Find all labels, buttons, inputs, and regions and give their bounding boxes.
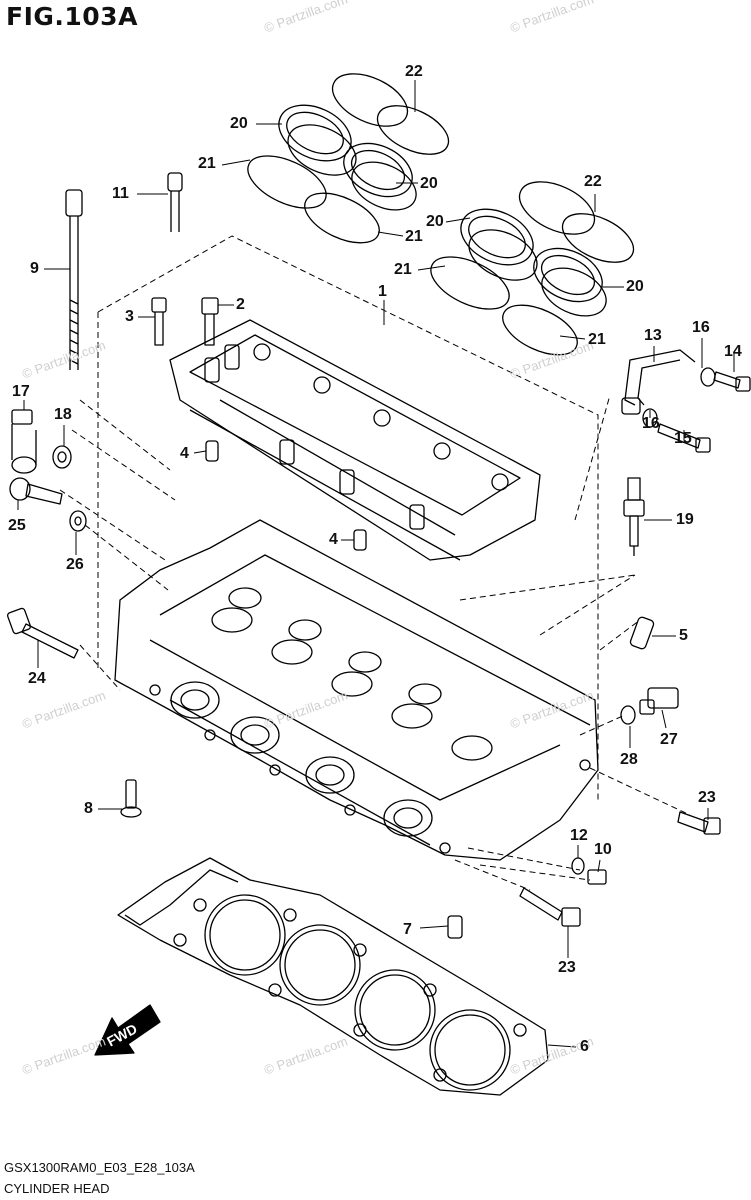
sensor-5 (629, 616, 655, 650)
dowel-pin-4a (205, 440, 219, 462)
washer-26 (69, 510, 87, 532)
bolt-10 (587, 869, 607, 885)
callout-label: 8 (84, 800, 93, 817)
callout-label: 20 (626, 278, 644, 295)
callout-label: 23 (698, 789, 716, 806)
callout-label: 19 (676, 511, 694, 528)
callout-label: 7 (403, 921, 412, 938)
callout-label: 17 (12, 383, 30, 400)
dowel-pin-7 (447, 915, 463, 939)
callout-label: 20 (426, 213, 444, 230)
intake-boot-group-right (430, 181, 635, 356)
callout-label: 4 (329, 531, 338, 548)
bolt-8 (120, 779, 142, 818)
callout-label: 16 (692, 319, 710, 336)
callout-label: 20 (420, 175, 438, 192)
spark-plug-19 (623, 477, 645, 556)
callout-label: 28 (620, 751, 638, 768)
callout-label: 6 (580, 1038, 589, 1055)
intake-boot-group-left (247, 73, 450, 244)
stud-bolt-11 (167, 172, 183, 232)
callout-label: 21 (198, 155, 216, 172)
washer-12 (571, 857, 585, 875)
callout-label: 25 (8, 517, 26, 534)
callout-label: 10 (594, 841, 612, 858)
callout-label: 3 (125, 308, 134, 325)
callout-label: 22 (405, 63, 423, 80)
callout-label: 20 (230, 115, 248, 132)
callout-label: 21 (394, 261, 412, 278)
head-bolt-long (65, 189, 83, 370)
callout-label: 21 (588, 331, 606, 348)
callout-label: 12 (570, 827, 588, 844)
callout-label: 5 (679, 627, 688, 644)
callout-label: 4 (180, 445, 189, 462)
plug-17 (11, 409, 37, 474)
callout-label: 2 (236, 296, 245, 313)
cylinder-head-body (114, 519, 599, 861)
callout-label: 15 (674, 430, 692, 447)
oil-pipe-13 (621, 349, 696, 415)
bolt-14 (713, 371, 751, 392)
washer-18 (52, 445, 72, 469)
bolt-23b (519, 887, 581, 927)
explode-guides (59, 235, 691, 891)
callout-label: 21 (405, 228, 423, 245)
dowel-pin-4b (353, 529, 367, 551)
camshaft-housing (169, 319, 541, 561)
callout-label: 16 (642, 415, 660, 432)
callout-label: 11 (112, 185, 129, 202)
callout-label: 22 (584, 173, 602, 190)
callout-label: 14 (724, 343, 742, 360)
callout-label: 9 (30, 260, 39, 277)
figure-title: FIG.103A (6, 2, 138, 31)
leader-lines (17, 80, 735, 1048)
bolt-23a (677, 811, 721, 835)
bolt-3 (151, 297, 167, 346)
bolt-2 (201, 297, 219, 346)
callout-label: 23 (558, 959, 576, 976)
bolt-15 (657, 423, 711, 453)
head-gasket (117, 857, 549, 1096)
model-code: GSX1300RAM0_E03_E28_103A (4, 1160, 195, 1175)
callout-label: 26 (66, 556, 84, 573)
fwd-arrow-icon (94, 1004, 161, 1056)
sensor-27 (639, 687, 679, 715)
callout-label: 13 (644, 327, 662, 344)
diagram-caption: CYLINDER HEAD (4, 1181, 110, 1196)
callout-label: 18 (54, 406, 72, 423)
callout-label: 27 (660, 731, 678, 748)
washer-16b (642, 408, 658, 428)
gasket-28 (620, 705, 636, 725)
washer-16a (700, 367, 716, 387)
bolt-25 (9, 477, 63, 505)
callout-label: 1 (378, 283, 387, 300)
bolt-24 (6, 607, 79, 659)
callout-label: 24 (28, 670, 46, 687)
